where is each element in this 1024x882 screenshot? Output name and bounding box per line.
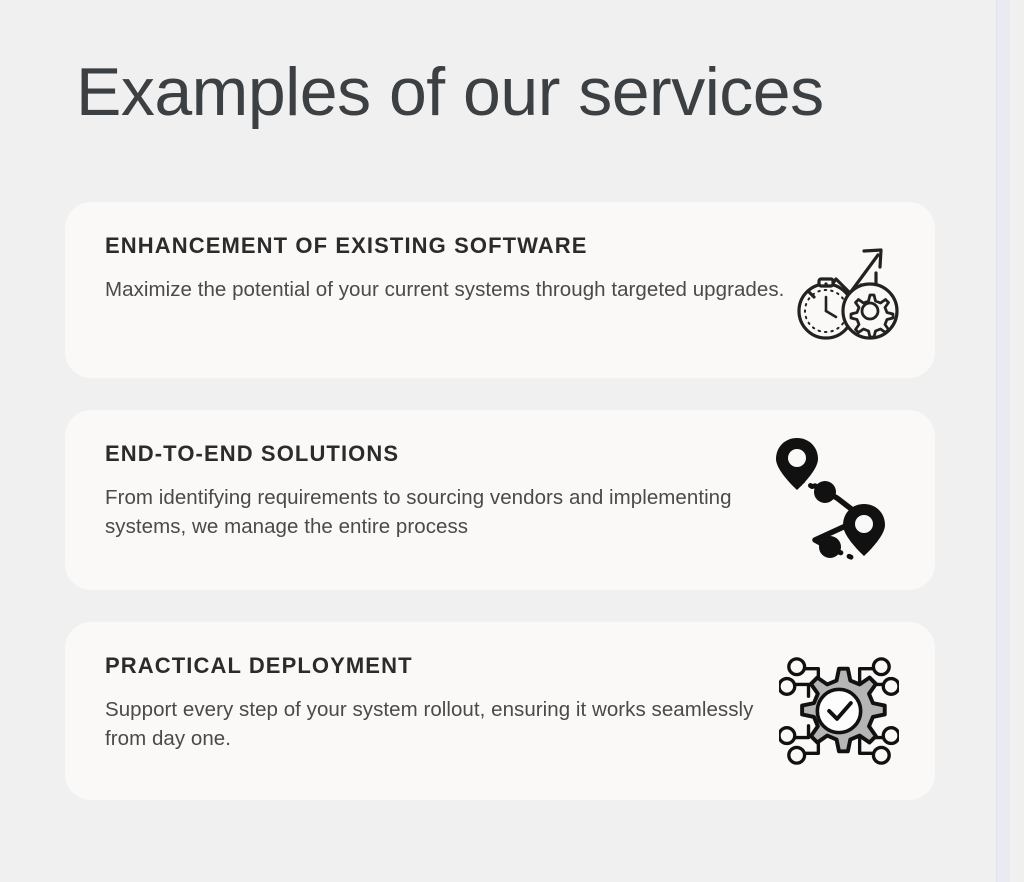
service-card-body: Support every step of your system rollou… <box>105 698 754 750</box>
service-card-text: PRACTICAL DEPLOYMENT Support every step … <box>105 652 785 753</box>
service-card-body: Maximize the potential of your current s… <box>105 278 785 301</box>
stopwatch-gear-growth-arrow-icon <box>785 230 905 350</box>
service-card-heading: END-TO-END SOLUTIONS <box>105 441 400 466</box>
service-card[interactable]: PRACTICAL DEPLOYMENT Support every step … <box>65 622 935 800</box>
service-card-list: ENHANCEMENT OF EXISTING SOFTWARE Maximiz… <box>65 202 935 800</box>
service-card-text: END-TO-END SOLUTIONS From identifying re… <box>105 440 785 541</box>
route-map-pins-icon <box>773 438 893 561</box>
page-title: Examples of our services <box>76 54 824 130</box>
service-card[interactable]: END-TO-END SOLUTIONS From identifying re… <box>65 410 935 590</box>
gear-checkmark-circuit-icon <box>779 651 899 771</box>
service-card-heading: ENHANCEMENT OF EXISTING SOFTWARE <box>105 233 588 258</box>
service-card[interactable]: ENHANCEMENT OF EXISTING SOFTWARE Maximiz… <box>65 202 935 378</box>
service-card-body: From identifying requirements to sourcin… <box>105 486 732 538</box>
vertical-scrollbar[interactable] <box>996 0 1010 882</box>
service-card-text: ENHANCEMENT OF EXISTING SOFTWARE Maximiz… <box>105 232 785 304</box>
service-card-heading: PRACTICAL DEPLOYMENT <box>105 653 413 678</box>
